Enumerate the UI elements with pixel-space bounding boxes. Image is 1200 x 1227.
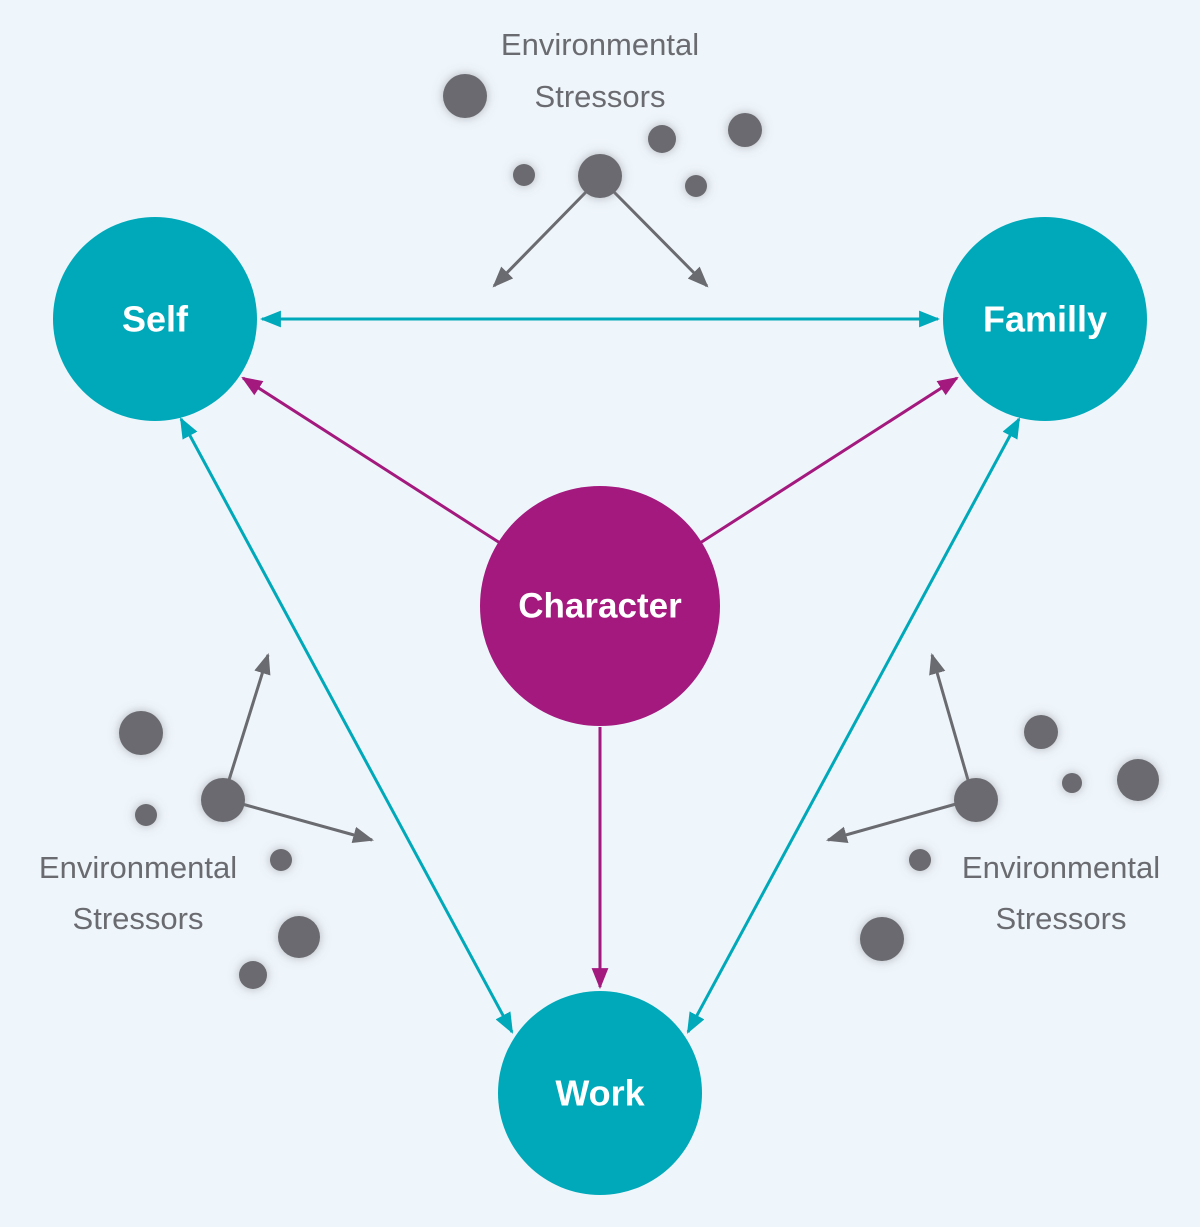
stressor-dot bbox=[119, 711, 163, 755]
self-node-label: Self bbox=[122, 299, 189, 340]
left-stressor-label-line2: Stressors bbox=[73, 901, 204, 936]
family-node-circle bbox=[943, 217, 1147, 421]
character-to-family-arrow bbox=[699, 376, 959, 545]
stressor-dot bbox=[278, 916, 320, 958]
stressor-dot bbox=[1062, 773, 1082, 793]
top-stressor-arrow-right bbox=[612, 190, 709, 288]
right-stressor-arrow-left bbox=[825, 802, 957, 843]
left-stressor-arrow-right bbox=[241, 802, 375, 844]
self-node-circle bbox=[53, 217, 257, 421]
character-node: Character bbox=[480, 486, 720, 726]
family-node-label: Familly bbox=[983, 299, 1107, 340]
stressor-dot bbox=[860, 917, 904, 961]
teal-connectors bbox=[179, 310, 1021, 1034]
character-connectors bbox=[241, 376, 959, 990]
stressor-dot bbox=[909, 849, 931, 871]
right-stressor-label: Environmental Stressors bbox=[962, 850, 1160, 936]
work-node-label: Work bbox=[555, 1073, 645, 1114]
work-node-circle bbox=[498, 991, 702, 1195]
stressor-dot bbox=[443, 74, 487, 118]
right-stressor-label-line1: Environmental bbox=[962, 850, 1160, 885]
stressor-dots bbox=[119, 74, 1159, 989]
stressor-dot bbox=[954, 778, 998, 822]
top-stressor-label-line1: Environmental bbox=[501, 27, 699, 62]
top-stressor-label-line2: Stressors bbox=[535, 79, 666, 114]
stressor-dot bbox=[578, 154, 622, 198]
stressor-dot bbox=[685, 175, 707, 197]
stressor-dot bbox=[648, 125, 676, 153]
right-stressor-label-line2: Stressors bbox=[996, 901, 1127, 936]
character-to-self-arrow bbox=[241, 376, 501, 545]
stressor-dot bbox=[135, 804, 157, 826]
left-stressor-label-line1: Environmental bbox=[39, 850, 237, 885]
left-stressor-label: Environmental Stressors bbox=[39, 850, 237, 936]
stressor-dot bbox=[239, 961, 267, 989]
self-node: Self bbox=[53, 217, 257, 421]
stressor-arrows bbox=[227, 190, 970, 844]
stressor-dot bbox=[1024, 715, 1058, 749]
character-node-label: Character bbox=[518, 587, 682, 626]
stressor-dot bbox=[201, 778, 245, 822]
work-node: Work bbox=[498, 991, 702, 1195]
left-stressor-arrow-up bbox=[227, 652, 271, 781]
right-stressor-arrow-up bbox=[929, 652, 970, 781]
character-node-circle bbox=[480, 486, 720, 726]
self-work-connector bbox=[179, 417, 514, 1034]
family-node: Familly bbox=[943, 217, 1147, 421]
top-stressor-arrow-left bbox=[492, 190, 588, 288]
stressor-dot bbox=[728, 113, 762, 147]
top-stressor-label: Environmental Stressors bbox=[501, 27, 699, 114]
stressor-dot bbox=[513, 164, 535, 186]
stressor-dot bbox=[270, 849, 292, 871]
family-work-connector bbox=[686, 417, 1021, 1034]
stressor-dot bbox=[1117, 759, 1159, 801]
